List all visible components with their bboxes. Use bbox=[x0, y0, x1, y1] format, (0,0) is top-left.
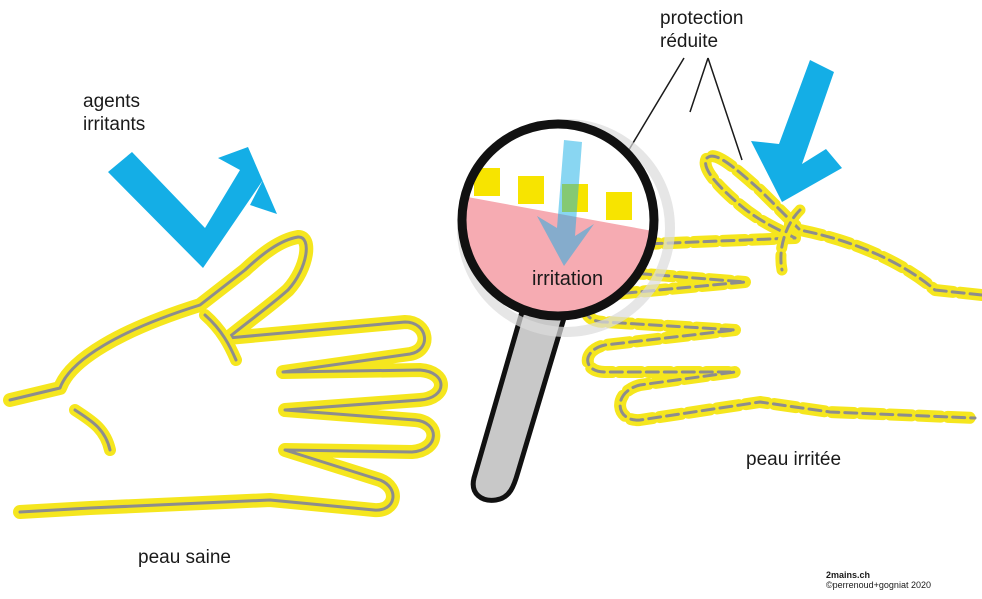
penetrating-arrow bbox=[751, 60, 842, 202]
irritated-skin-label: peau irritée bbox=[746, 448, 841, 471]
healthy-hand bbox=[10, 237, 441, 512]
healthy-skin-label: peau saine bbox=[138, 546, 231, 569]
irritant-agents-label: agents irritants bbox=[83, 90, 145, 136]
bounce-arrow bbox=[108, 147, 277, 268]
magnifying-glass bbox=[440, 124, 680, 500]
credit-site: 2mains.ch bbox=[826, 570, 931, 580]
credit-copyright: ©perrenoud+gogniat 2020 bbox=[826, 580, 931, 590]
irritation-label: irritation bbox=[532, 268, 603, 291]
reduced-protection-label: protection réduite bbox=[660, 7, 743, 53]
credit: 2mains.ch ©perrenoud+gogniat 2020 bbox=[826, 570, 931, 590]
